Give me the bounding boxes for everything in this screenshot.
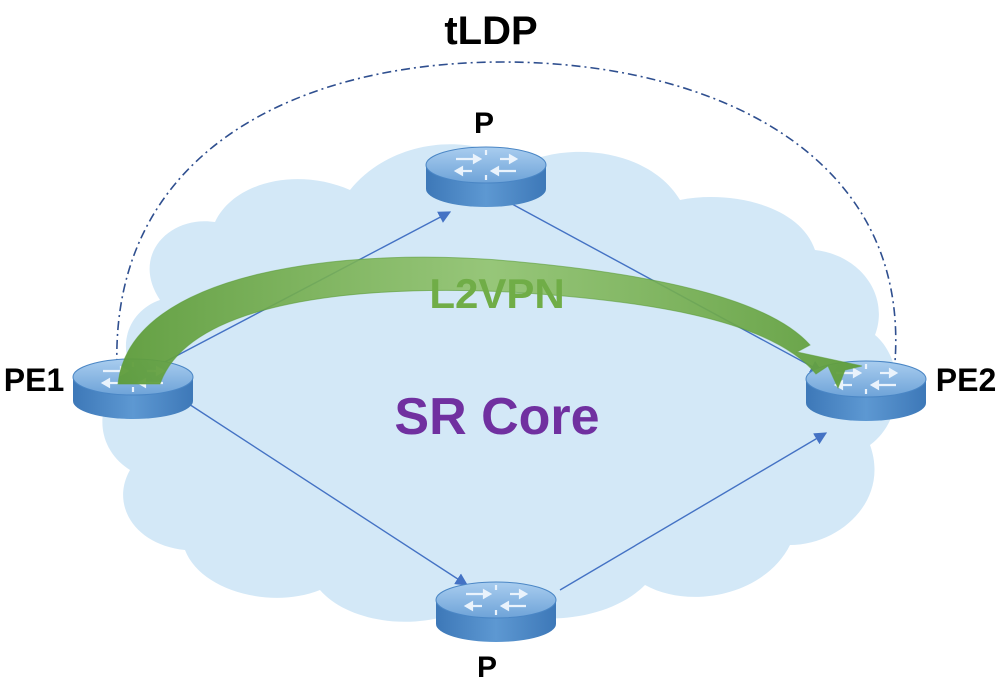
l2vpn-arrow [117, 256, 863, 390]
pe1-label: PE1 [4, 362, 64, 398]
router-icon [804, 359, 928, 423]
tldp-session-arc [116, 61, 897, 369]
l2vpn-label: L2VPN [429, 270, 564, 317]
p-top-label: P [474, 107, 494, 140]
p-bottom-label: P [477, 651, 497, 684]
link-pe1-p-bottom [174, 394, 469, 586]
tldp-label: tLDP [444, 9, 537, 53]
router-pe2 [804, 359, 928, 423]
sr-core-cloud [102, 144, 897, 622]
link-p-bottom-pe2 [559, 432, 828, 591]
sr-core-label: SR Core [394, 388, 599, 446]
router-p-bottom [434, 580, 558, 644]
router-icon [424, 145, 548, 209]
router-p-top [424, 145, 548, 209]
router-icon [434, 580, 558, 644]
pe2-label: PE2 [936, 362, 996, 398]
